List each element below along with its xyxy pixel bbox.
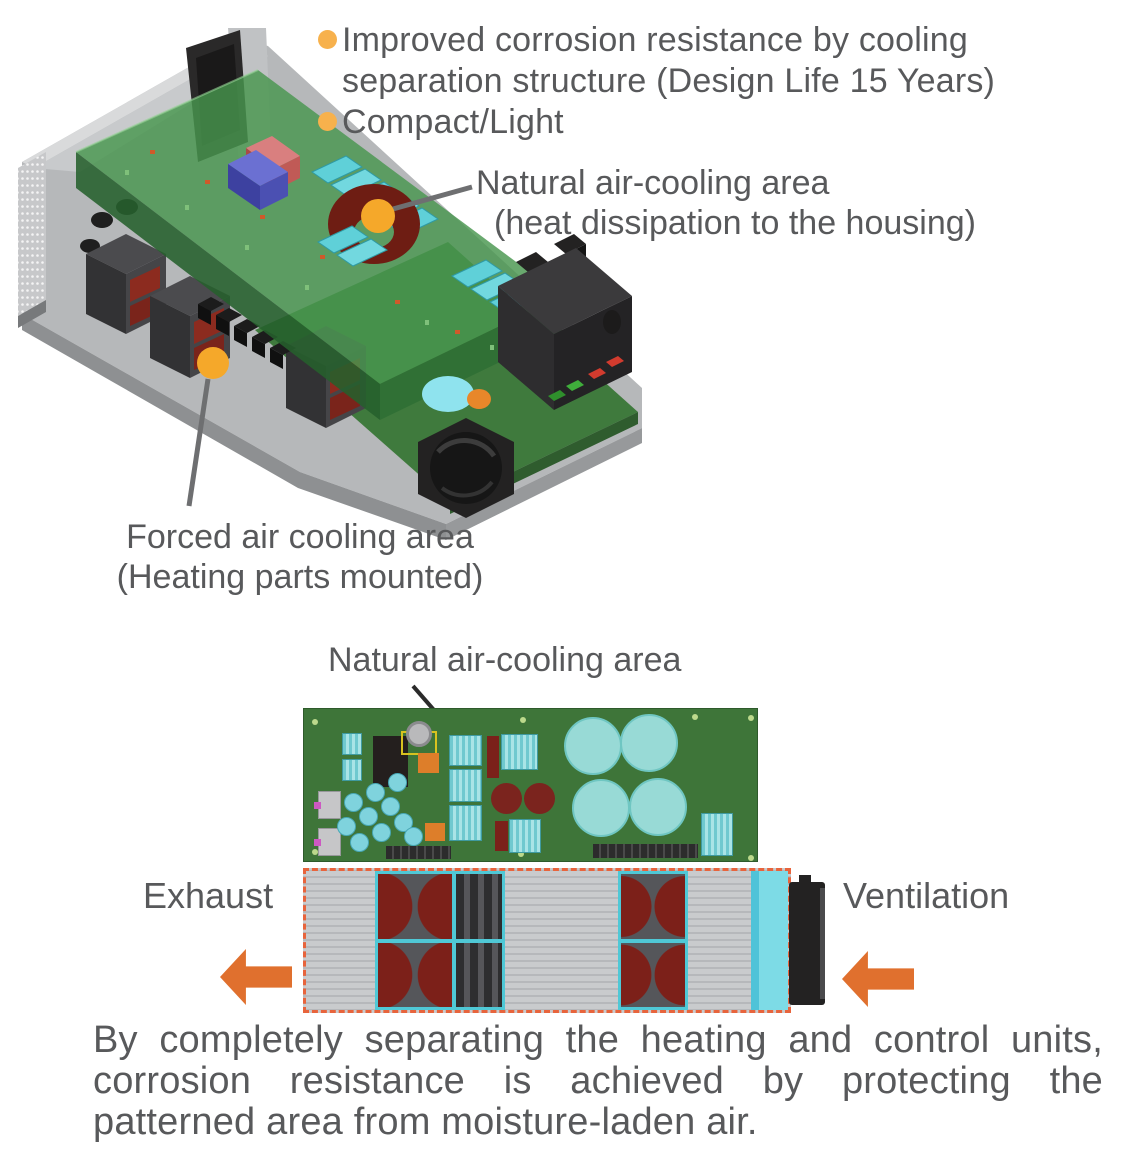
resistor-dark-red [487, 736, 499, 778]
label-line: (heat dissipation to the housing) [494, 204, 976, 242]
capacitor-round [404, 827, 423, 846]
orange-component [418, 753, 439, 773]
marker-dot-natural [361, 199, 395, 233]
capacitor-round [381, 797, 400, 816]
connector-strip [386, 846, 451, 859]
bullet-text: Improved corrosion resistance by cooling… [342, 21, 996, 100]
transformer-core [378, 874, 452, 939]
feature-bullet-list: Improved corrosion resistance by cooling… [318, 20, 1135, 143]
label-forced-air-cooling: Forced air cooling area (Heating parts m… [58, 517, 542, 597]
bullet-icon [318, 30, 337, 49]
capacitor-round [359, 807, 378, 826]
blue-capacitor [228, 150, 288, 210]
connector [314, 791, 341, 819]
capacitor-round [337, 817, 356, 836]
label-natural-air-cooling-bottom: Natural air-cooling area [328, 641, 682, 679]
transformer-block-1 [86, 234, 166, 334]
transformer-assembly-right [618, 871, 688, 1010]
inductor-dark-red [524, 783, 555, 814]
capacitor-large [572, 779, 630, 837]
device-3d-illustration [18, 28, 642, 540]
capacitor-medium [449, 769, 482, 802]
transformer-core [621, 942, 685, 1007]
capacitor-medium [501, 734, 538, 770]
orange-component [425, 823, 445, 841]
fan-unit [789, 875, 825, 1005]
bullet-item: Improved corrosion resistance by cooling… [318, 20, 1135, 102]
fan-3d [418, 418, 514, 518]
capacitor-small [342, 759, 362, 781]
marker-dot-forced [197, 347, 229, 379]
exhaust-arrow-icon [220, 949, 292, 1005]
label-ventilation: Ventilation [843, 875, 1010, 916]
label-line: Forced air cooling area [126, 518, 474, 556]
capacitor-small [701, 813, 733, 856]
label-exhaust: Exhaust [143, 875, 274, 916]
leader-line-forced [186, 378, 211, 507]
leader-line-natural [392, 184, 473, 212]
label-natural-air-cooling-top: Natural air-cooling area (heat dissipati… [476, 163, 976, 243]
bullet-text: Compact/Light [342, 103, 564, 141]
connector-strip [593, 844, 698, 858]
label-line: Natural air-cooling area [476, 164, 830, 202]
capacitor-round [388, 773, 407, 792]
pcb-top-view [303, 708, 758, 862]
capacitor-large [629, 778, 687, 836]
connector [314, 828, 341, 856]
transformer-core [621, 874, 685, 939]
cylinder-component [406, 721, 432, 747]
capacitor-large [620, 714, 678, 772]
heatsink-area [303, 868, 791, 1013]
intake-duct [751, 871, 788, 1010]
capacitor-round [344, 793, 363, 812]
perforated-side-wall [18, 152, 46, 316]
inductor-dark-red [491, 783, 522, 814]
capacitor-large [564, 717, 622, 775]
capacitor-round [366, 783, 385, 802]
bullet-icon [318, 112, 337, 131]
transformer-core [378, 942, 452, 1007]
caption-text: By completely separating the heating and… [93, 1019, 1103, 1143]
capacitor-medium [449, 735, 482, 766]
capacitor-medium [509, 819, 541, 853]
label-line: (Heating parts mounted) [116, 558, 484, 596]
slat-block [456, 942, 502, 1007]
capacitor-medium [449, 805, 482, 841]
bullet-item: Compact/Light [318, 102, 1135, 143]
ventilation-arrow-icon [842, 951, 914, 1007]
cyan-glow-part [422, 376, 474, 412]
capacitor-round [350, 833, 369, 852]
transformer-assembly-left [375, 871, 505, 1010]
slat-block [456, 874, 502, 939]
capacitor-small [342, 733, 362, 755]
capacitor-round [372, 823, 391, 842]
led-indicators [548, 356, 624, 401]
orange-part [467, 389, 491, 409]
black-module [498, 234, 632, 410]
resistor-dark-red [495, 821, 508, 851]
